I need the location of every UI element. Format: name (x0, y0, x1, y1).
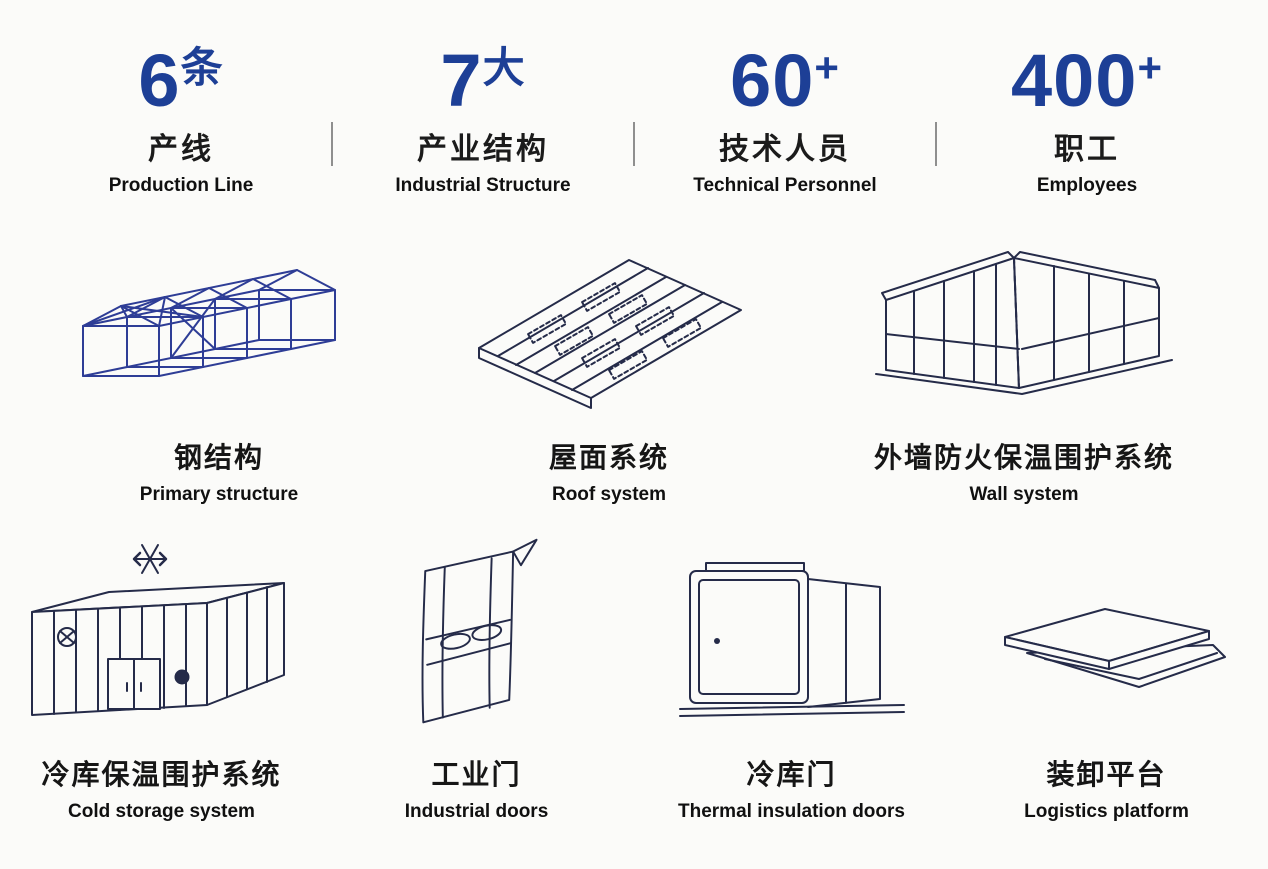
product-name-en: Thermal insulation doors (678, 800, 905, 822)
stat-number: 60+ (730, 39, 840, 122)
loading-platform-icon (987, 532, 1227, 737)
stat-technical-personnel: 60+ 技术人员 Technical Personnel (635, 42, 935, 197)
vertical-divider (331, 122, 333, 166)
product-name-cn: 装卸平台 (1046, 758, 1167, 790)
product-name-cn: 工业门 (431, 758, 522, 790)
stat-label-en: Employees (1036, 174, 1138, 196)
roof-system-icon (459, 225, 759, 420)
stat-label-cn: 产业结构 (417, 132, 549, 166)
cold-storage-door-icon (672, 532, 912, 737)
stat-number: 6条 (138, 39, 224, 122)
product-name-cn: 冷库保温围护系统 (41, 758, 282, 790)
product-cold-storage: 冷库保温围护系统 Cold storage system (9, 532, 314, 823)
industrial-door-icon (392, 532, 562, 737)
vertical-divider (633, 122, 635, 166)
stat-production-line: 6条 产线 Production Line (31, 42, 331, 197)
stat-label-en: Production Line (108, 174, 254, 196)
product-name-en: Cold storage system (68, 800, 255, 822)
product-name-cn: 钢结构 (173, 441, 264, 473)
product-industrial-door: 工业门 Industrial doors (324, 532, 629, 823)
product-wall-system: 外墙防火保温围护系统 Wall system (814, 225, 1234, 506)
product-name-en: Primary structure (139, 483, 299, 505)
stat-number-suffix: + (814, 44, 840, 91)
wall-system-icon (874, 225, 1174, 420)
snowflake-icon (132, 543, 167, 574)
product-loading-platform: 装卸平台 Logistics platform (954, 532, 1259, 823)
cold-storage-icon (22, 532, 302, 737)
product-steel-structure: 钢结构 Primary structure (34, 225, 404, 506)
product-name-cn: 外墙防火保温围护系统 (873, 441, 1174, 473)
stat-employees: 400+ 职工 Employees (937, 42, 1237, 197)
product-name-en: Wall system (969, 483, 1079, 505)
stat-label-cn: 技术人员 (719, 132, 851, 166)
stats-bar: 6条 产线 Production Line 7大 产业结构 Industrial… (0, 0, 1268, 197)
vertical-divider (935, 122, 937, 166)
product-cold-storage-door: 冷库门 Thermal insulation doors (639, 532, 944, 823)
stat-label-en: Industrial Structure (395, 174, 571, 196)
stat-number-suffix: 条 (180, 44, 224, 91)
stat-number-suffix: + (1137, 44, 1163, 91)
products-row-2: 冷库保温围护系统 Cold storage system 工业门 Industr… (0, 532, 1268, 823)
product-roof-system: 屋面系统 Roof system (424, 225, 794, 506)
stat-number: 400+ (1011, 39, 1163, 122)
product-name-en: Roof system (551, 483, 667, 505)
stat-industrial-structure: 7大 产业结构 Industrial Structure (333, 42, 633, 197)
steel-structure-icon (69, 225, 369, 420)
stat-number-suffix: 大 (482, 44, 526, 91)
product-name-en: Logistics platform (1024, 800, 1189, 822)
stat-label-cn: 产线 (148, 132, 214, 166)
products-row-1: 钢结构 Primary structure 屋面系 (0, 225, 1268, 506)
product-name-cn: 屋面系统 (548, 441, 669, 473)
product-name-en: Industrial doors (404, 800, 549, 822)
stat-number: 7大 (440, 39, 526, 122)
stat-label-en: Technical Personnel (693, 174, 877, 196)
product-name-cn: 冷库门 (746, 758, 837, 790)
stat-label-cn: 职工 (1054, 132, 1120, 166)
